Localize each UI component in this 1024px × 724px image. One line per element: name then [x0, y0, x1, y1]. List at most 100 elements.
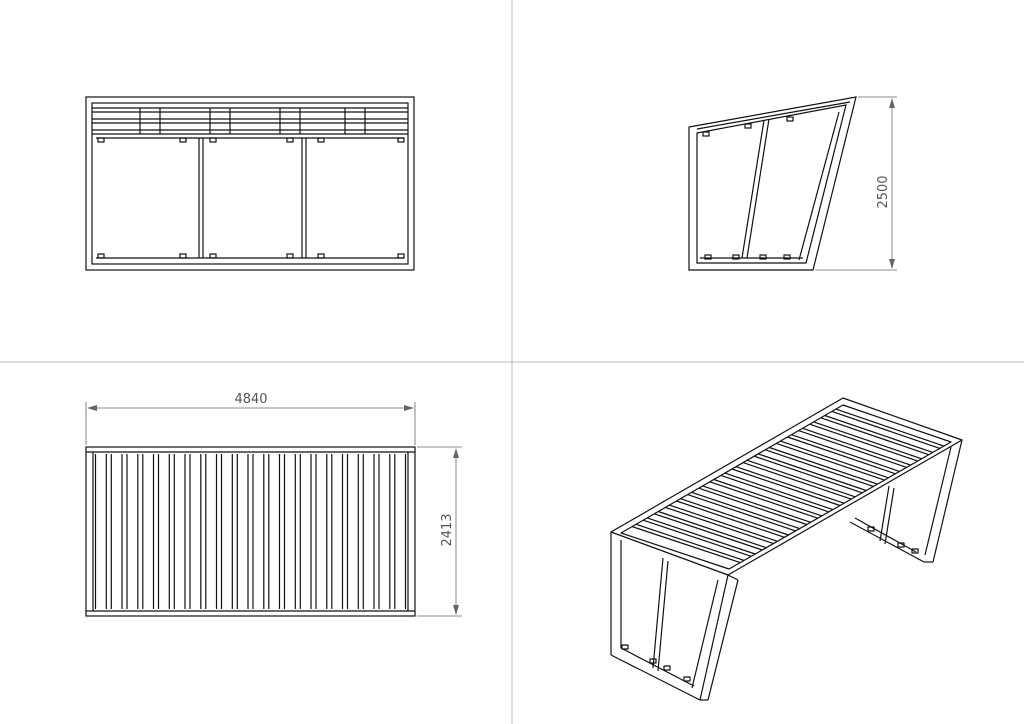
- iso-slat-line: [691, 491, 800, 530]
- iso-slat-line: [776, 442, 885, 481]
- iso-slat-line: [665, 506, 774, 545]
- iso-bracket: [897, 542, 905, 548]
- iso-slat-line: [680, 498, 789, 536]
- iso-slat-line: [709, 481, 818, 519]
- iso-bracket: [911, 548, 919, 554]
- front-bracket: [317, 253, 325, 259]
- iso-slat-line: [820, 417, 929, 456]
- front-view: [85, 96, 415, 271]
- iso-slat-line: [643, 519, 752, 557]
- iso-bracket: [649, 658, 657, 664]
- iso-front-slant-inner: [691, 579, 719, 689]
- iso-slat-line: [676, 500, 785, 538]
- iso-slat-line: [746, 459, 856, 498]
- side-bracket: [744, 123, 752, 129]
- length-arrow-right: [404, 405, 414, 411]
- iso-rear-slant-outer: [932, 439, 963, 563]
- iso-slat-line: [758, 453, 867, 492]
- iso-slat-line: [647, 517, 756, 555]
- side-middle-post: [741, 119, 765, 259]
- side-bracket: [732, 254, 740, 260]
- iso-bracket: [621, 644, 629, 650]
- iso-slat-line: [765, 449, 874, 487]
- front-bracket: [209, 253, 217, 259]
- front-bracket: [97, 137, 105, 143]
- iso-slat-line: [742, 462, 852, 500]
- height-arrow-top: [889, 98, 895, 108]
- side-bracket: [702, 131, 710, 137]
- length-arrow-left: [87, 405, 97, 411]
- top-slats: [92, 452, 409, 611]
- height-dimension: [815, 96, 897, 271]
- iso-rear-post: [879, 485, 890, 542]
- iso-slat-line: [735, 466, 845, 504]
- iso-rear-slant-inner: [924, 446, 952, 556]
- width-dimension-label: 2413: [440, 513, 455, 546]
- top-outer-frame: [85, 446, 416, 617]
- front-bracket: [397, 137, 405, 143]
- front-bracket: [397, 253, 405, 259]
- iso-rear-post: [884, 487, 895, 545]
- front-bracket: [286, 137, 294, 143]
- iso-slat-line: [809, 423, 918, 462]
- iso-slat-line: [669, 504, 778, 542]
- iso-front-slant-outer: [699, 574, 729, 701]
- side-bracket: [704, 254, 712, 260]
- iso-slat-line: [831, 410, 941, 449]
- front-slat-ticks: [139, 108, 366, 134]
- isometric-view: [610, 397, 963, 701]
- front-bracket: [317, 137, 325, 143]
- iso-slat-line: [724, 472, 834, 511]
- iso-slat-line: [631, 526, 741, 564]
- iso-slat-line: [654, 513, 763, 551]
- side-view: [688, 96, 857, 271]
- side-bracket: [759, 254, 767, 260]
- iso-bracket: [867, 526, 875, 532]
- iso-rear-bottom-inner: [854, 517, 917, 553]
- iso-front-slant-edge: [707, 579, 739, 701]
- iso-slat-line: [813, 421, 922, 460]
- side-middle-post: [746, 118, 770, 259]
- iso-bracket: [663, 665, 671, 671]
- side-outer-frame: [688, 96, 857, 271]
- iso-slat-line: [658, 510, 767, 549]
- width-arrow-bottom: [453, 605, 459, 615]
- height-arrow-bottom: [889, 259, 895, 269]
- iso-slat-line: [791, 434, 900, 472]
- side-bracket: [783, 254, 791, 260]
- iso-slat-line: [802, 427, 911, 466]
- iso-front-bottom-inner: [620, 647, 695, 687]
- iso-slats: [631, 408, 945, 564]
- iso-slat-line: [835, 408, 945, 447]
- iso-slat-line: [702, 485, 811, 523]
- iso-slat-line: [780, 440, 889, 479]
- width-dimension: [417, 446, 462, 617]
- iso-slat-line: [769, 446, 878, 485]
- iso-slat-line: [787, 436, 896, 475]
- iso-slat-line: [731, 468, 841, 507]
- iso-seat-inner: [620, 404, 952, 570]
- length-dimension-label: 4840: [234, 392, 267, 407]
- iso-front-post: [652, 557, 664, 669]
- side-bracket: [786, 116, 794, 122]
- iso-slat-line: [824, 414, 933, 453]
- iso-slat-line: [754, 455, 863, 494]
- iso-front-post: [657, 560, 669, 672]
- front-outer-frame: [85, 96, 415, 271]
- iso-slat-line: [698, 487, 807, 526]
- front-bracket: [209, 137, 217, 143]
- iso-slat-line: [713, 478, 822, 517]
- side-inner-frame: [696, 104, 847, 264]
- iso-front-corner: [727, 574, 739, 581]
- front-bracket: [97, 253, 105, 259]
- top-view: [85, 446, 416, 617]
- front-bracket: [286, 253, 294, 259]
- front-inner-frame: [91, 102, 409, 265]
- height-dimension-label: 2500: [876, 175, 891, 208]
- front-brackets: [97, 137, 405, 259]
- iso-slat-line: [798, 430, 907, 468]
- width-arrow-top: [453, 448, 459, 458]
- side-seat-line: [696, 101, 851, 130]
- iso-rear-bottom-rail: [849, 521, 925, 563]
